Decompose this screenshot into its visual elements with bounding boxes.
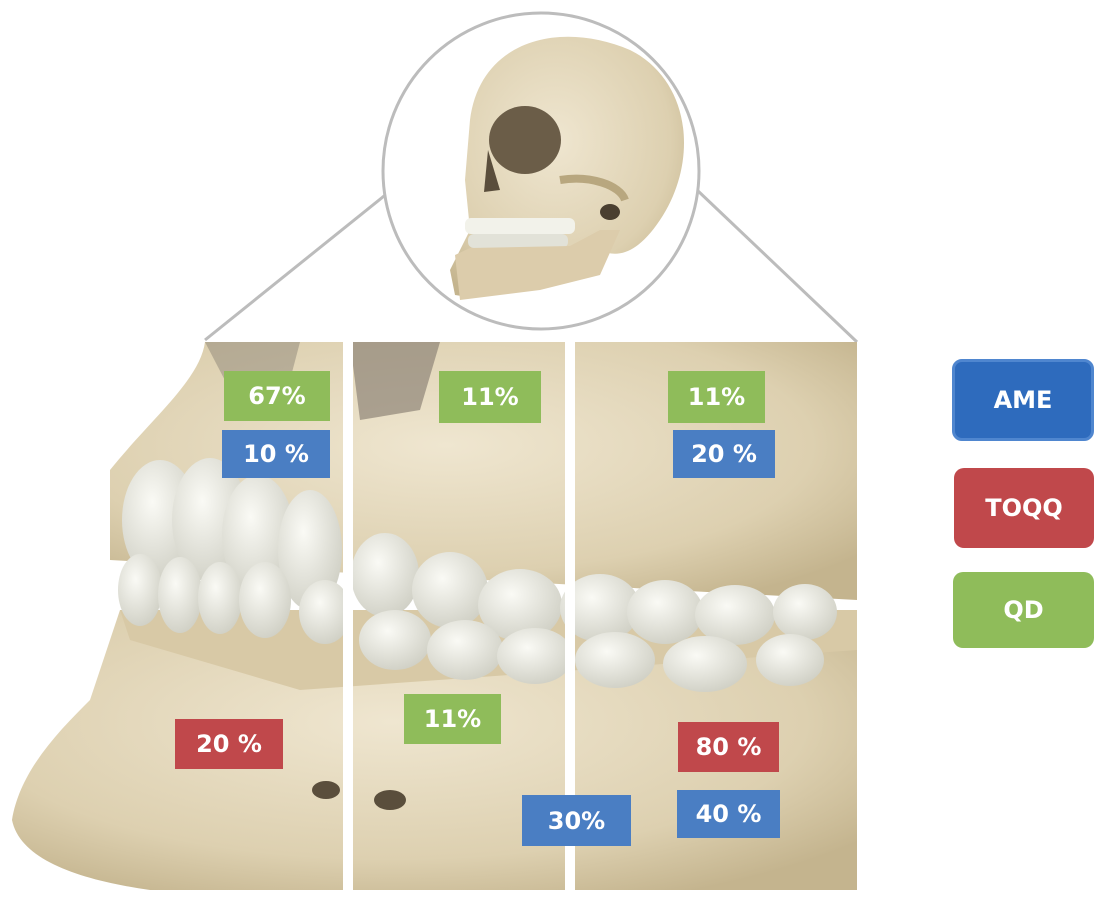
middle-lower-qd-tag: 11% [404,694,501,744]
right-lower-toqq-tag: 80 % [678,722,779,772]
left-lower-toqq-tag: 20 % [175,719,283,769]
left-upper-ame-tag: 10 % [222,430,330,478]
right-lower-ame-tag: 40 % [677,790,780,838]
middle-upper-qd-tag: 11% [439,371,541,423]
right-upper-qd-tag: 11% [668,371,765,423]
legend-item-qd: QD [953,572,1094,648]
right-upper-ame-tag: 20 % [673,430,775,478]
legend-item-ame: AME [952,359,1094,441]
middle-lower-ame-tag: 30% [522,795,631,846]
legend-item-toqq: TOQQ [954,468,1094,548]
left-upper-qd-tag: 67% [224,371,330,421]
